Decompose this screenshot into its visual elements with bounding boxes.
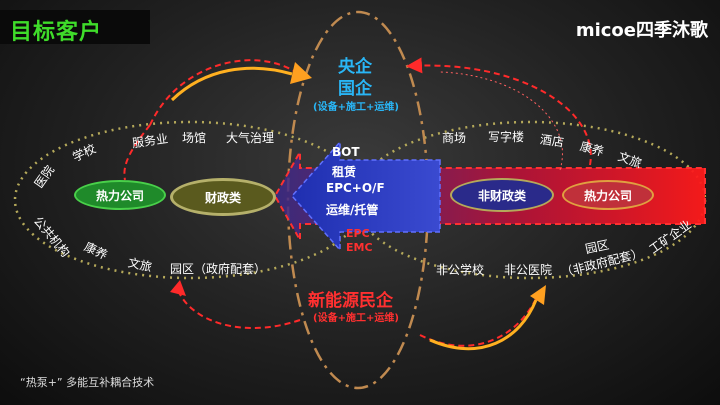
mode-lease: 租赁 [332,165,357,179]
private-note: (设备+施工+运维) [313,313,399,324]
curve-arrow-bottom-left-head [170,280,186,296]
curve-arrow-top-right [406,57,592,166]
mode-bot: BOT [332,145,360,159]
central-note: (设备+施工+运维) [313,102,399,113]
ring-park-left: 园区（政府配套） [170,262,267,276]
ring-private-school: 非公学校 [436,263,485,277]
curve-arrow-top-left-glow [170,66,293,102]
pill-nonfiscal: 非财政类 [450,178,554,212]
pill-fiscal: 财政类 [170,178,276,216]
pill-heat-company-right: 热力公司 [562,180,654,210]
ring-private-hospital: 非公医院 [504,263,553,277]
central-soe-label: 央企 [338,57,372,77]
mode-om: 运维/托管 [326,203,379,217]
footer-text: “热泵+” 多能互补耦合技术 [20,376,155,389]
ring-mall: 商场 [442,131,467,145]
mode-epc-of: EPC+O/F [326,181,385,195]
private-energy-label: 新能源民企 [308,291,393,311]
state-owned-label: 国企 [338,79,372,99]
page-title: 目标客户 [10,20,103,45]
title-bar [0,10,150,44]
ring-hotel: 酒店 [539,132,565,150]
mode-epc: EPC [346,227,370,240]
mode-emc: EMC [346,241,373,254]
brand-logo: micoe四季沐歌 [575,20,708,41]
ring-air: 大气治理 [226,131,275,145]
curve-arrow-top-left [149,59,301,126]
curve-arrow-top-left-head [290,62,312,84]
curve-arrow-top-right-thin [439,71,563,171]
pill-heat-company-left: 热力公司 [74,180,166,210]
curve-arrow-bottom-left [177,289,301,329]
curve-arrow-bottom-right-head [530,285,546,305]
curve-arrow-bottom-right [419,289,541,347]
curve-arrow-bottom-right-glow [429,299,538,351]
ring-venue: 场馆 [182,131,207,145]
blue-flow-arrow [290,140,441,252]
ring-office: 写字楼 [488,130,525,144]
